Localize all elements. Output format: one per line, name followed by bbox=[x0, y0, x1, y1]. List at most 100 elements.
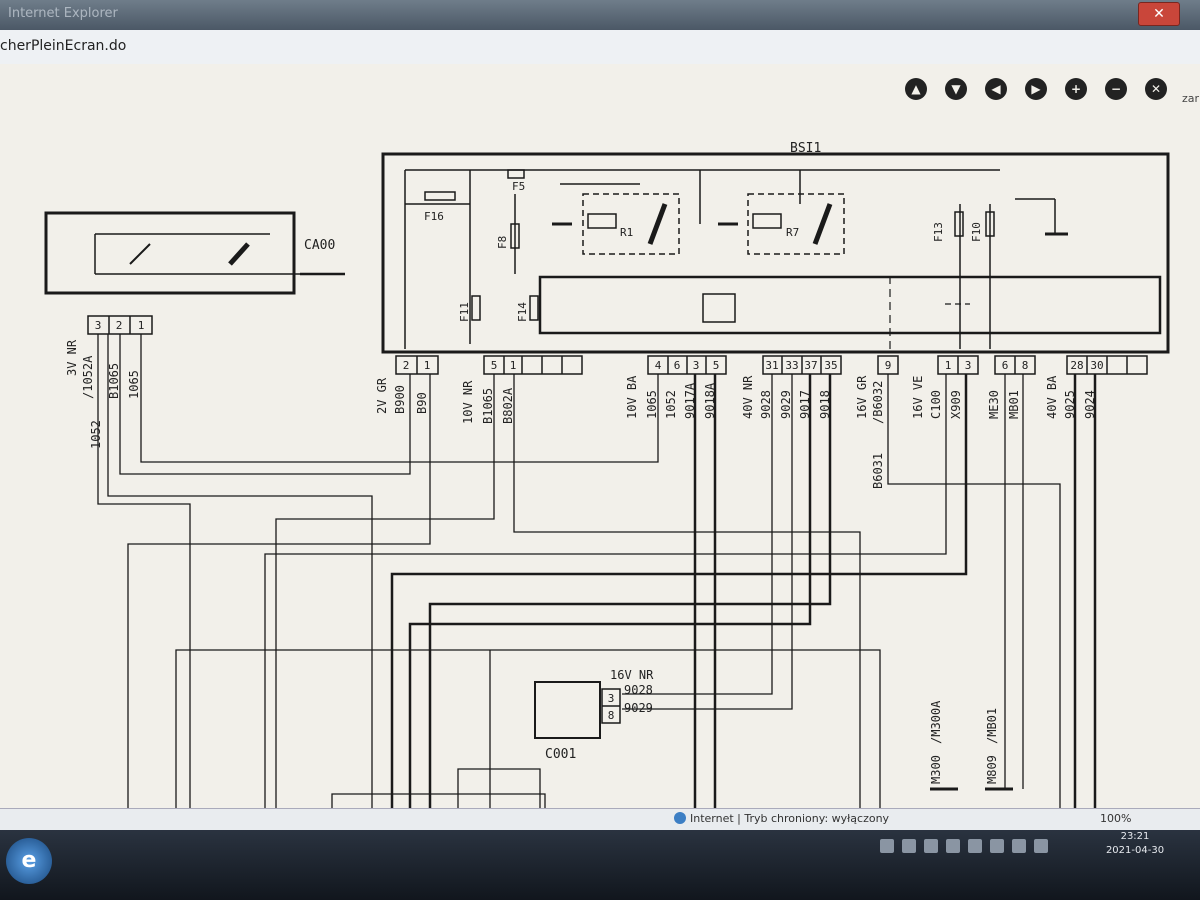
wire-9018 bbox=[428, 374, 832, 808]
right-arrow-icon[interactable]: ▶ bbox=[1025, 78, 1047, 100]
wire-9029 bbox=[622, 374, 793, 710]
chip-icon bbox=[702, 293, 736, 323]
ground-label: M809 bbox=[985, 755, 999, 784]
c001-box bbox=[534, 681, 601, 739]
wire-9017 bbox=[408, 374, 812, 808]
wire-1065 bbox=[140, 334, 659, 463]
bsi-e-spec: 16V GR bbox=[855, 375, 869, 419]
ie-taskbar-icon[interactable]: e bbox=[6, 838, 52, 884]
wire-label: 9018A bbox=[703, 382, 717, 419]
up-arrow-icon[interactable]: ▲ bbox=[905, 78, 927, 100]
fuse-f14 bbox=[529, 295, 539, 321]
wire-label: B900 bbox=[393, 385, 407, 414]
wiring-diagram: BSI1 CA00 C001 F16 F5 F8 F11 F14 F13 F10… bbox=[44, 141, 1170, 808]
close-icon[interactable]: ✕ bbox=[1145, 78, 1167, 100]
zoom-in-icon[interactable]: + bbox=[1065, 78, 1087, 100]
clock-date: 2021-04-30 bbox=[1105, 845, 1165, 856]
bsi-g-pin: 6 bbox=[1002, 359, 1009, 372]
fuse-f11-label: F11 bbox=[458, 302, 471, 322]
fuse-f16-label: F16 bbox=[424, 210, 444, 223]
title-bar: Internet Explorer ✕ bbox=[0, 0, 1200, 30]
address-text: cherPleinEcran.do bbox=[0, 38, 127, 54]
taskbar: e 23:21 2021-04-30 bbox=[0, 830, 1200, 900]
diagram-viewer: BSI1 CA00 C001 F16 F5 F8 F11 F14 F13 F10… bbox=[0, 64, 1200, 808]
bsi-d-pin: 31 bbox=[765, 359, 778, 372]
relay-r1 bbox=[582, 193, 680, 255]
wire-label: 9025 bbox=[1063, 390, 1077, 419]
ca00-switch-1 bbox=[228, 242, 250, 266]
down-arrow-icon[interactable]: ▼ bbox=[945, 78, 967, 100]
relay-r7-label: R7 bbox=[786, 226, 799, 239]
wire-label: 1065 bbox=[127, 370, 141, 399]
cutoff-link[interactable]: zar bbox=[1182, 92, 1200, 105]
wire-label: 9028 bbox=[759, 390, 773, 419]
wire-label: /B6032 bbox=[871, 381, 885, 424]
wire-b90 bbox=[127, 374, 431, 808]
zoom-level[interactable]: 100% bbox=[1100, 812, 1132, 825]
ground-label: /MB01 bbox=[985, 708, 999, 744]
tray-icon[interactable] bbox=[1012, 839, 1026, 853]
bsi-d-pin: 35 bbox=[824, 359, 837, 372]
fuse-f10-label: F10 bbox=[970, 222, 983, 242]
wire-label: B1065 bbox=[107, 363, 121, 399]
left-arrow-icon[interactable]: ◀ bbox=[985, 78, 1007, 100]
wire-label: 9024 bbox=[1083, 390, 1097, 419]
tray-icon[interactable] bbox=[880, 839, 894, 853]
ca00-spec: 3V NR bbox=[65, 339, 79, 376]
tray-icon[interactable] bbox=[1034, 839, 1048, 853]
bsi-h-spec: 40V BA bbox=[1045, 375, 1059, 419]
wire-label: ME30 bbox=[987, 390, 1001, 419]
wire-label: 9017 bbox=[798, 390, 812, 419]
network-icon[interactable] bbox=[902, 839, 916, 853]
volume-icon[interactable] bbox=[946, 839, 960, 853]
wire-label: MB01 bbox=[1007, 390, 1021, 419]
zoom-out-icon[interactable]: − bbox=[1105, 78, 1127, 100]
bsi-c-spec: 10V BA bbox=[625, 375, 639, 419]
bsi-b-pin: 5 bbox=[491, 359, 498, 372]
bsi1-connector-b bbox=[483, 355, 583, 375]
wire-label: 1052 bbox=[664, 390, 678, 419]
window-title: Internet Explorer bbox=[8, 6, 118, 21]
status-bar: Internet | Tryb chroniony: wyłączony 100… bbox=[0, 808, 1200, 831]
ca00-pin-1: 1 bbox=[138, 319, 145, 332]
bsi-a-spec: 2V GR bbox=[375, 377, 389, 414]
globe-icon bbox=[674, 812, 686, 824]
bsi-f-pin: 3 bbox=[965, 359, 972, 372]
bsi-g-pin: 8 bbox=[1022, 359, 1029, 372]
c001-label: C001 bbox=[545, 747, 576, 762]
bsi-c-pin: 4 bbox=[655, 359, 662, 372]
fuse-f13-label: F13 bbox=[932, 222, 945, 242]
bsi-c-pin: 3 bbox=[693, 359, 700, 372]
battery-icon[interactable] bbox=[924, 839, 938, 853]
system-tray bbox=[880, 838, 1056, 858]
bsi-d-pin: 37 bbox=[804, 359, 817, 372]
wire-label: B90 bbox=[415, 392, 429, 414]
bsi-h-pin: 30 bbox=[1090, 359, 1103, 372]
clock-time: 23:21 bbox=[1120, 831, 1150, 842]
bsi-c-pin: 5 bbox=[713, 359, 720, 372]
bsi-b-pin: 1 bbox=[510, 359, 517, 372]
bsi1-label: BSI1 bbox=[790, 141, 821, 156]
tray-icon[interactable] bbox=[990, 839, 1004, 853]
c001-spec: 16V NR bbox=[610, 668, 654, 682]
wire-label: B1065 bbox=[481, 388, 495, 424]
window-close-button[interactable]: ✕ bbox=[1138, 2, 1180, 26]
c001-pin-3: 3 bbox=[608, 692, 615, 705]
fuse-f11 bbox=[471, 295, 481, 321]
wire-label: 9017A bbox=[683, 382, 697, 419]
ca00-pin-3: 3 bbox=[95, 319, 102, 332]
wire-label: B802A bbox=[501, 387, 515, 424]
wire-label: 9018 bbox=[818, 390, 832, 419]
bluetooth-icon[interactable] bbox=[968, 839, 982, 853]
address-bar[interactable]: cherPleinEcran.do bbox=[0, 30, 1200, 65]
wire-label: /1052A bbox=[81, 355, 95, 399]
bsi-b-spec: 10V NR bbox=[461, 380, 475, 424]
ca00-box bbox=[44, 211, 296, 295]
wire-1052 bbox=[97, 334, 191, 808]
fuse-f8 bbox=[510, 223, 520, 249]
bsi-f-pin: 1 bbox=[945, 359, 952, 372]
wire-9028 bbox=[622, 374, 773, 695]
relay-r7 bbox=[747, 193, 845, 255]
ground-label: M300 bbox=[929, 755, 943, 784]
clock[interactable]: 23:21 2021-04-30 bbox=[1100, 830, 1170, 858]
